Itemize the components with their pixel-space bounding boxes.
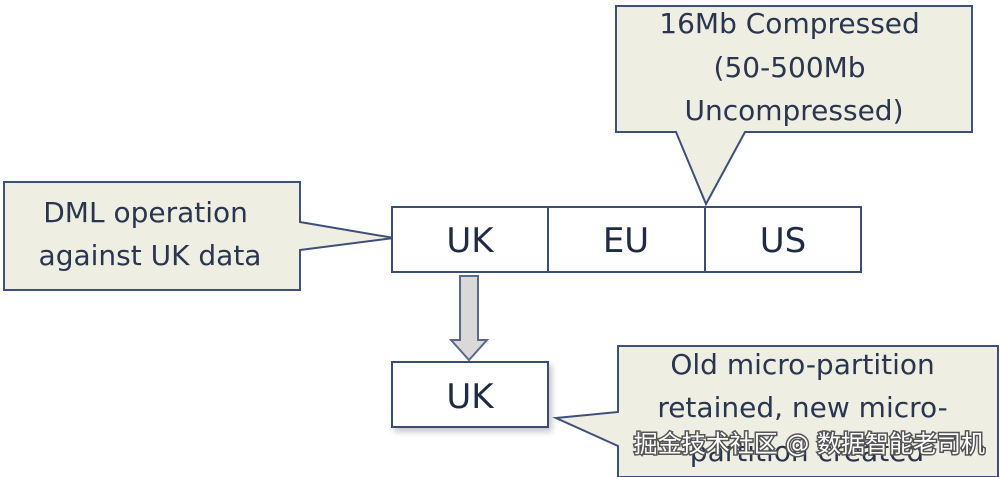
partition-uk	[391, 206, 549, 273]
retained-callout-line1: Old micro-partition	[670, 348, 934, 381]
partition-row: UK EU US	[391, 206, 862, 273]
watermark-text: 掘金技术社区 @ 数据智能老司机	[634, 430, 985, 458]
compression-callout: 16Mb Compressed (50-500Mb Uncompressed)	[615, 5, 973, 207]
svg-text:DML operation against UK: DML operation against UK data	[39, 196, 262, 272]
svg-text:Old micro-partition reta: Old micro-partition retained, new micro-…	[657, 348, 956, 468]
partition-us-label: US	[760, 221, 806, 261]
partition-us	[704, 206, 862, 273]
partition-eu-label: EU	[603, 221, 649, 261]
partition-eu	[547, 206, 706, 273]
svg-text:16Mb Compressed (50-500M: 16Mb Compressed (50-500Mb Uncompressed)	[659, 7, 928, 127]
partition-uk-label: UK	[446, 221, 495, 261]
retained-callout: Old micro-partition retained, new micro-…	[552, 345, 999, 477]
new-partition-label: UK	[446, 377, 495, 417]
dml-callout: DML operation against UK data	[3, 181, 395, 291]
retained-callout-shape	[552, 345, 999, 477]
dml-callout-line1: DML operation	[43, 196, 248, 229]
compression-callout-line1: 16Mb Compressed	[659, 7, 920, 40]
dml-callout-line2: against UK data	[39, 239, 262, 272]
retained-callout-line3: partition created	[690, 435, 924, 468]
compression-callout-shape	[615, 5, 973, 207]
compression-callout-line3: Uncompressed)	[684, 94, 903, 127]
new-partition: UK	[391, 361, 549, 428]
compression-callout-line2: (50-500Mb	[714, 51, 866, 84]
new-partition-box	[391, 361, 549, 428]
dml-callout-shape	[3, 181, 395, 291]
down-arrow-icon	[448, 275, 490, 362]
retained-callout-line2: retained, new micro-	[657, 391, 947, 424]
